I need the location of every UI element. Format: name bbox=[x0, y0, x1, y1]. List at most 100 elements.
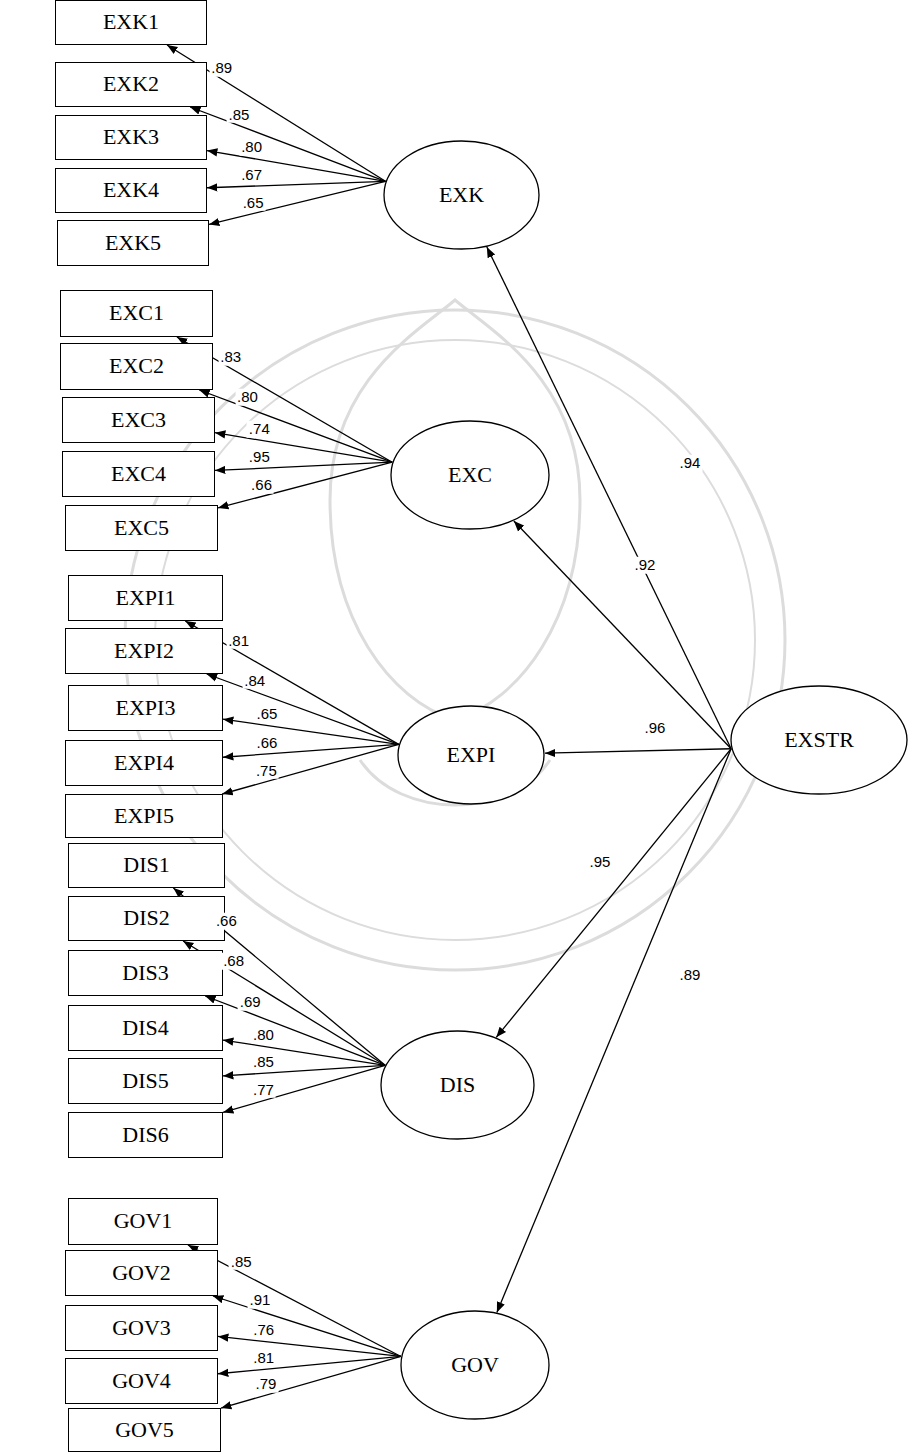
variable-name: EXK3 bbox=[103, 125, 159, 149]
indicator-box: EXK1 bbox=[55, 0, 207, 45]
indicator-box: GOV3 bbox=[65, 1305, 218, 1351]
variable-name: EXK4 bbox=[103, 178, 159, 202]
variable-name: EXC1 bbox=[109, 301, 164, 325]
ellipse-outline bbox=[398, 706, 544, 804]
variable-name: EXC5 bbox=[114, 516, 169, 540]
path-arrow bbox=[207, 674, 399, 744]
path-arrow bbox=[188, 1245, 401, 1356]
variable-name: EXPI1 bbox=[116, 586, 176, 610]
loading-value: .65 bbox=[241, 194, 266, 211]
path-arrow bbox=[223, 1040, 385, 1065]
indicator-box: GOV2 bbox=[65, 1250, 218, 1296]
ellipse-outline bbox=[381, 1031, 534, 1139]
loading-value: .75 bbox=[254, 762, 279, 779]
loading-value: .94 bbox=[678, 455, 703, 472]
path-arrow bbox=[190, 107, 385, 181]
variable-name: GOV1 bbox=[114, 1209, 173, 1233]
loading-value: .85 bbox=[227, 106, 252, 123]
variable-name: EXPI4 bbox=[114, 751, 174, 775]
loading-value: .74 bbox=[247, 421, 272, 438]
seal-figure bbox=[330, 300, 580, 720]
variable-name: DIS5 bbox=[122, 1069, 168, 1093]
indicator-box: EXPI1 bbox=[68, 575, 223, 621]
loading-value: .84 bbox=[242, 672, 267, 689]
loading-value: .83 bbox=[218, 349, 243, 366]
variable-name: EXC2 bbox=[109, 354, 164, 378]
variable-name: DIS bbox=[440, 1073, 475, 1097]
indicator-box: EXC3 bbox=[62, 397, 215, 443]
path-arrow bbox=[199, 390, 392, 462]
loading-value: .80 bbox=[239, 139, 264, 156]
variable-name: EXK1 bbox=[103, 10, 159, 34]
variable-name: GOV5 bbox=[115, 1418, 174, 1442]
indicator-box: GOV5 bbox=[68, 1408, 221, 1452]
indicator-box: EXPI3 bbox=[68, 685, 223, 731]
path-arrow bbox=[218, 1336, 401, 1356]
variable-name: EXK2 bbox=[103, 72, 159, 96]
latent-ellipse: EXPI bbox=[397, 705, 545, 805]
path-arrow bbox=[209, 181, 385, 224]
latent-ellipse: GOV bbox=[400, 1310, 550, 1420]
latent-ellipse: DIS bbox=[380, 1030, 535, 1140]
loading-value: .95 bbox=[247, 449, 272, 466]
loading-value: .85 bbox=[229, 1254, 254, 1271]
indicator-box: EXC2 bbox=[60, 343, 213, 390]
loading-value: .67 bbox=[239, 167, 264, 184]
ellipse-outline bbox=[731, 686, 907, 794]
latent-ellipse: EXK bbox=[383, 140, 540, 250]
indicator-box: GOV4 bbox=[65, 1358, 218, 1404]
ellipse-outline bbox=[401, 1311, 549, 1419]
variable-name: EXK bbox=[439, 183, 484, 207]
loading-value: .79 bbox=[254, 1376, 279, 1393]
loading-value: .76 bbox=[251, 1322, 276, 1339]
variable-name: EXPI5 bbox=[114, 804, 174, 828]
path-arrow bbox=[207, 181, 385, 187]
path-arrow bbox=[215, 433, 392, 462]
variable-name: GOV4 bbox=[112, 1369, 171, 1393]
path-arrow bbox=[213, 1296, 401, 1356]
latent-ellipse: EXSTR bbox=[730, 685, 908, 795]
path-arrow bbox=[221, 1356, 401, 1408]
indicator-box: EXC1 bbox=[60, 290, 213, 337]
variable-name: EXPI2 bbox=[114, 639, 174, 663]
path-arrow bbox=[207, 151, 385, 182]
loading-value: .66 bbox=[249, 477, 274, 494]
ellipse-outline bbox=[391, 421, 549, 529]
path-arrow bbox=[545, 749, 731, 753]
path-arrow bbox=[222, 744, 398, 794]
indicator-box: EXPI4 bbox=[65, 740, 223, 786]
indicator-box: EXK2 bbox=[55, 62, 207, 107]
loading-value: .66 bbox=[254, 735, 279, 752]
variable-name: EXC4 bbox=[111, 462, 166, 486]
path-arrow bbox=[497, 749, 731, 1313]
variable-name: EXPI3 bbox=[116, 696, 176, 720]
indicator-box: EXPI2 bbox=[65, 628, 223, 674]
variable-name: EXK5 bbox=[105, 231, 161, 255]
loading-value: .81 bbox=[226, 633, 251, 650]
indicator-box: DIS3 bbox=[68, 950, 223, 996]
indicator-box: DIS4 bbox=[68, 1005, 223, 1051]
indicator-box: EXK5 bbox=[57, 220, 209, 266]
loading-value: .91 bbox=[248, 1292, 273, 1309]
loading-value: .85 bbox=[251, 1054, 276, 1071]
path-arrow bbox=[223, 719, 399, 744]
indicator-box: EXC5 bbox=[65, 505, 218, 551]
indicator-box: DIS1 bbox=[68, 843, 225, 888]
loading-value: .96 bbox=[643, 720, 668, 737]
path-arrow bbox=[514, 521, 731, 749]
variable-name: EXC3 bbox=[111, 408, 166, 432]
path-arrow bbox=[218, 462, 392, 508]
variable-name: GOV bbox=[451, 1353, 499, 1377]
loading-value: .80 bbox=[235, 389, 260, 406]
indicator-box: EXC4 bbox=[62, 451, 215, 497]
indicator-box: DIS5 bbox=[68, 1058, 223, 1104]
variable-name: GOV3 bbox=[112, 1316, 171, 1340]
path-arrow bbox=[218, 1356, 401, 1373]
path-arrow bbox=[205, 996, 385, 1065]
variable-name: EXPI bbox=[447, 743, 496, 767]
loading-value: .81 bbox=[251, 1350, 276, 1367]
loading-value: .65 bbox=[254, 706, 279, 723]
latent-ellipse: EXC bbox=[390, 420, 550, 530]
variable-name: GOV2 bbox=[112, 1261, 171, 1285]
indicator-box: EXK4 bbox=[55, 168, 207, 213]
